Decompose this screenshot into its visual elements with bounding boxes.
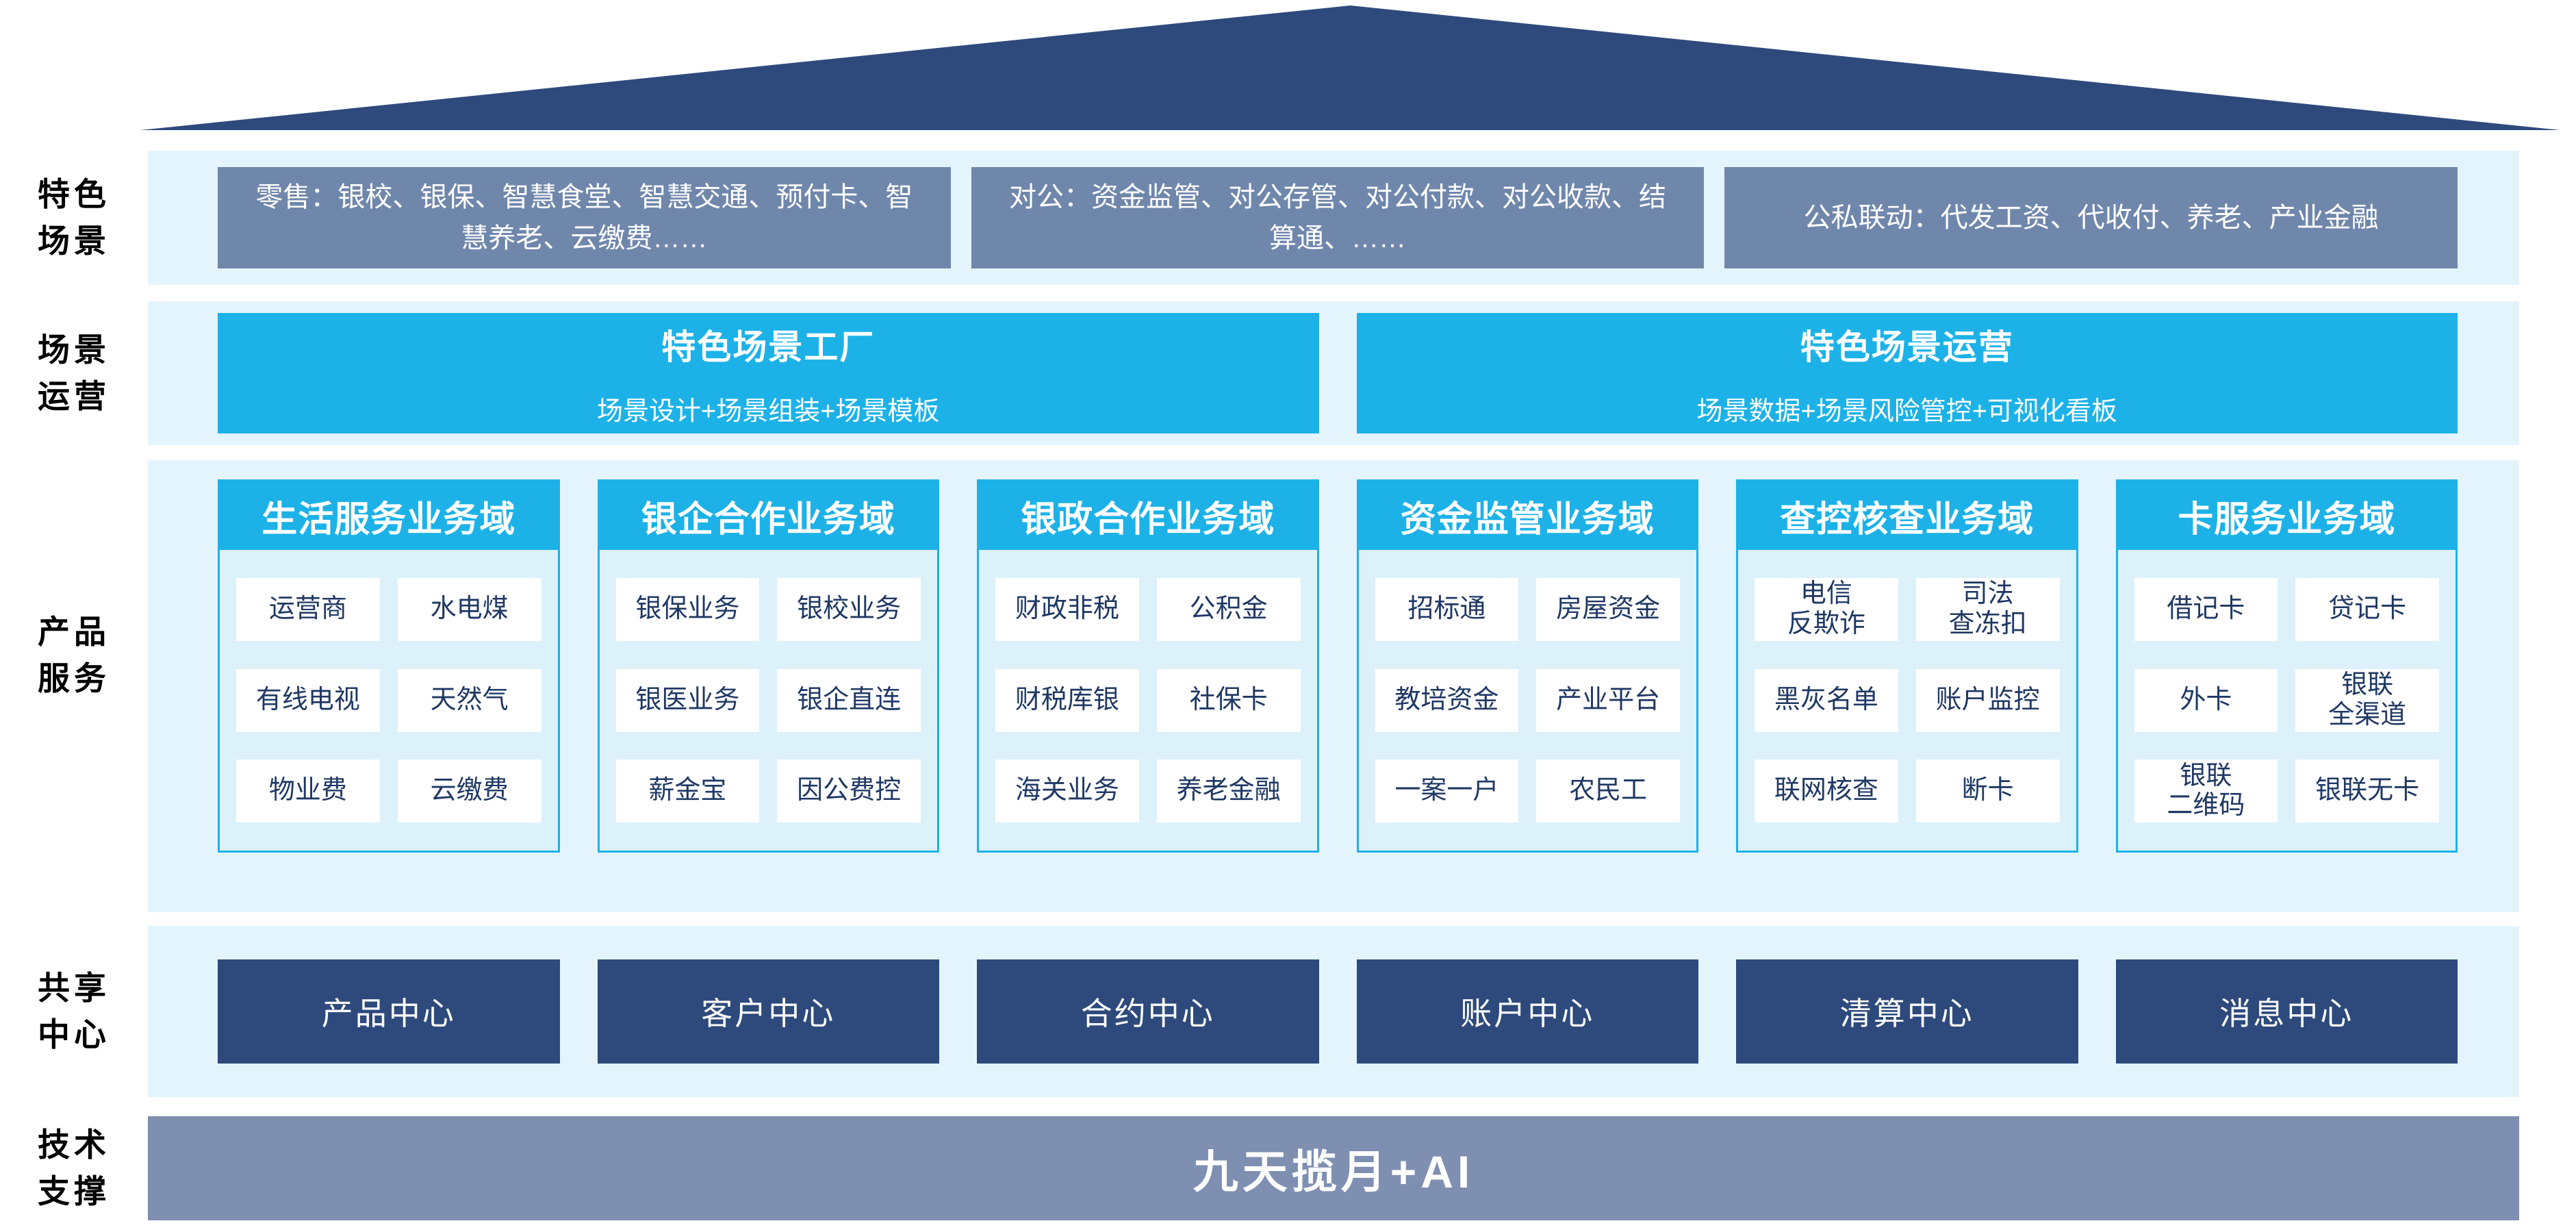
band-special-scenarios: 零售：银校、银保、智慧食堂、智慧交通、预付卡、智慧养老、云缴费…… 对公：资金监… [148,151,2519,285]
center-box-account: 账户中心 [1356,959,1698,1064]
domain-header: 生活服务业务域 [220,481,558,550]
domain-item: 天然气 [397,668,541,732]
domain-item: 教培资金 [1375,668,1519,732]
domain-item: 借记卡 [2134,577,2278,641]
scenario-box-retail: 零售：银校、银保、智慧食堂、智慧交通、预付卡、智慧养老、云缴费…… [218,167,951,268]
domain-item: 账户监控 [1915,668,2060,732]
domain-item: 运营商 [236,577,380,641]
domain-item: 农民工 [1536,759,1680,823]
operation-box-title: 特色场景工厂 [661,327,876,366]
row-label-special-scenarios: 特色 场景 [38,175,110,259]
operation-box-subtitle: 场景设计+场景组装+场景模板 [597,397,940,426]
domain-item: 银医业务 [615,668,760,732]
scenario-box-public-private-linkage: 公私联动：代发工资、代收付、养老、产业金融 [1724,167,2458,268]
operation-box-title: 特色场景运营 [1800,327,2014,366]
band-scenario-operation: 特色场景工厂 场景设计+场景组装+场景模板 特色场景运营 场景数据+场景风险管控… [148,301,2519,445]
domain-body: 运营商 水电煤 有线电视 天然气 物业费 云缴费 [220,550,558,851]
domain-card-services: 卡服务业务域 借记卡 贷记卡 外卡 银联 全渠道 银联 二维码 银联无卡 [2115,479,2458,853]
row-label-shared-centers: 共享 中心 [38,969,110,1053]
domain-item: 社保卡 [1156,668,1301,732]
scenario-box-corporate: 对公：资金监管、对公存管、对公付款、对公收款、结算通、…… [971,167,1705,268]
operation-box-scenario-factory: 特色场景工厂 场景设计+场景组装+场景模板 [218,313,1319,433]
row-label-scenario-operation: 场景 运营 [38,331,110,414]
domain-item: 海关业务 [995,759,1139,823]
row-label-product-services: 产品 服务 [38,613,110,696]
center-box-message: 消息中心 [2115,959,2458,1064]
domain-item: 外卡 [2134,668,2278,732]
domain-bank-enterprise: 银企合作业务域 银保业务 银校业务 银医业务 银企直连 薪金宝 因公费控 [597,479,939,853]
domain-item: 银联无卡 [2295,759,2439,823]
domain-body: 电信 反欺诈 司法 查冻扣 黑灰名单 账户监控 联网核查 断卡 [1738,550,2076,851]
domain-item: 薪金宝 [615,759,760,823]
roof-banner [140,5,2560,130]
domain-item: 招标通 [1375,577,1519,641]
domain-body: 银保业务 银校业务 银医业务 银企直连 薪金宝 因公费控 [600,550,938,851]
center-box-contract: 合约中心 [977,959,1319,1064]
domain-life-services: 生活服务业务域 运营商 水电煤 有线电视 天然气 物业费 云缴费 [218,479,560,853]
domain-inspection-verification: 查控核查业务域 电信 反欺诈 司法 查冻扣 黑灰名单 账户监控 联网核查 断卡 [1736,479,2078,853]
domain-item: 贷记卡 [2295,577,2439,641]
domain-fund-supervision: 资金监管业务域 招标通 房屋资金 教培资金 产业平台 一案一户 农民工 [1356,479,1698,853]
domain-item: 有线电视 [236,668,380,732]
operation-box-subtitle: 场景数据+场景风险管控+可视化看板 [1696,397,2117,426]
center-box-clearing: 清算中心 [1736,959,2078,1064]
domain-header: 银政合作业务域 [979,481,1317,550]
domain-item: 银联 全渠道 [2295,668,2439,732]
domain-item: 联网核查 [1755,759,1898,823]
domain-item: 银保业务 [615,577,760,641]
domain-item: 银联 二维码 [2134,759,2278,823]
domain-header: 银企合作业务域 [599,481,937,550]
domain-body: 财政非税 公积金 财税库银 社保卡 海关业务 养老金融 [979,550,1317,851]
domain-item: 公积金 [1156,577,1301,641]
band-product-services: 生活服务业务域 运营商 水电煤 有线电视 天然气 物业费 云缴费 银企合作业务域… [148,460,2519,912]
domain-header: 资金监管业务域 [1358,481,1696,550]
domain-body: 借记卡 贷记卡 外卡 银联 全渠道 银联 二维码 银联无卡 [2118,550,2456,851]
domain-item: 房屋资金 [1536,577,1680,641]
domain-item: 银企直连 [777,668,921,732]
center-box-customer: 客户中心 [597,959,939,1064]
domain-body: 招标通 房屋资金 教培资金 产业平台 一案一户 农民工 [1359,550,1697,851]
tech-support-title: 九天揽月+AI [1193,1146,1475,1197]
row-label-tech-support: 技术 支撑 [38,1126,110,1209]
domain-header: 查控核查业务域 [1738,481,2076,550]
domain-item: 财税库银 [995,668,1139,732]
domain-item: 产业平台 [1536,668,1680,732]
domain-header: 卡服务业务域 [2117,481,2456,550]
domain-item: 因公费控 [777,759,921,823]
domain-item: 云缴费 [397,759,541,823]
domain-item: 财政非税 [995,577,1139,641]
tech-support-bar: 九天揽月+AI [148,1116,2519,1220]
operation-box-scenario-operation: 特色场景运营 场景数据+场景风险管控+可视化看板 [1356,313,2458,433]
domain-item: 断卡 [1915,759,2060,823]
domain-item: 司法 查冻扣 [1915,577,2060,641]
domain-item: 养老金融 [1156,759,1301,823]
domain-item: 黑灰名单 [1755,668,1898,732]
domain-item: 银校业务 [777,577,921,641]
center-box-product: 产品中心 [218,959,560,1064]
domain-bank-government: 银政合作业务域 财政非税 公积金 财税库银 社保卡 海关业务 养老金融 [977,479,1319,853]
domain-item: 物业费 [236,759,380,823]
domain-item: 电信 反欺诈 [1755,577,1898,641]
domain-item: 水电煤 [397,577,541,641]
domain-item: 一案一户 [1375,759,1519,823]
band-shared-centers: 产品中心 客户中心 合约中心 账户中心 清算中心 消息中心 [148,926,2519,1097]
